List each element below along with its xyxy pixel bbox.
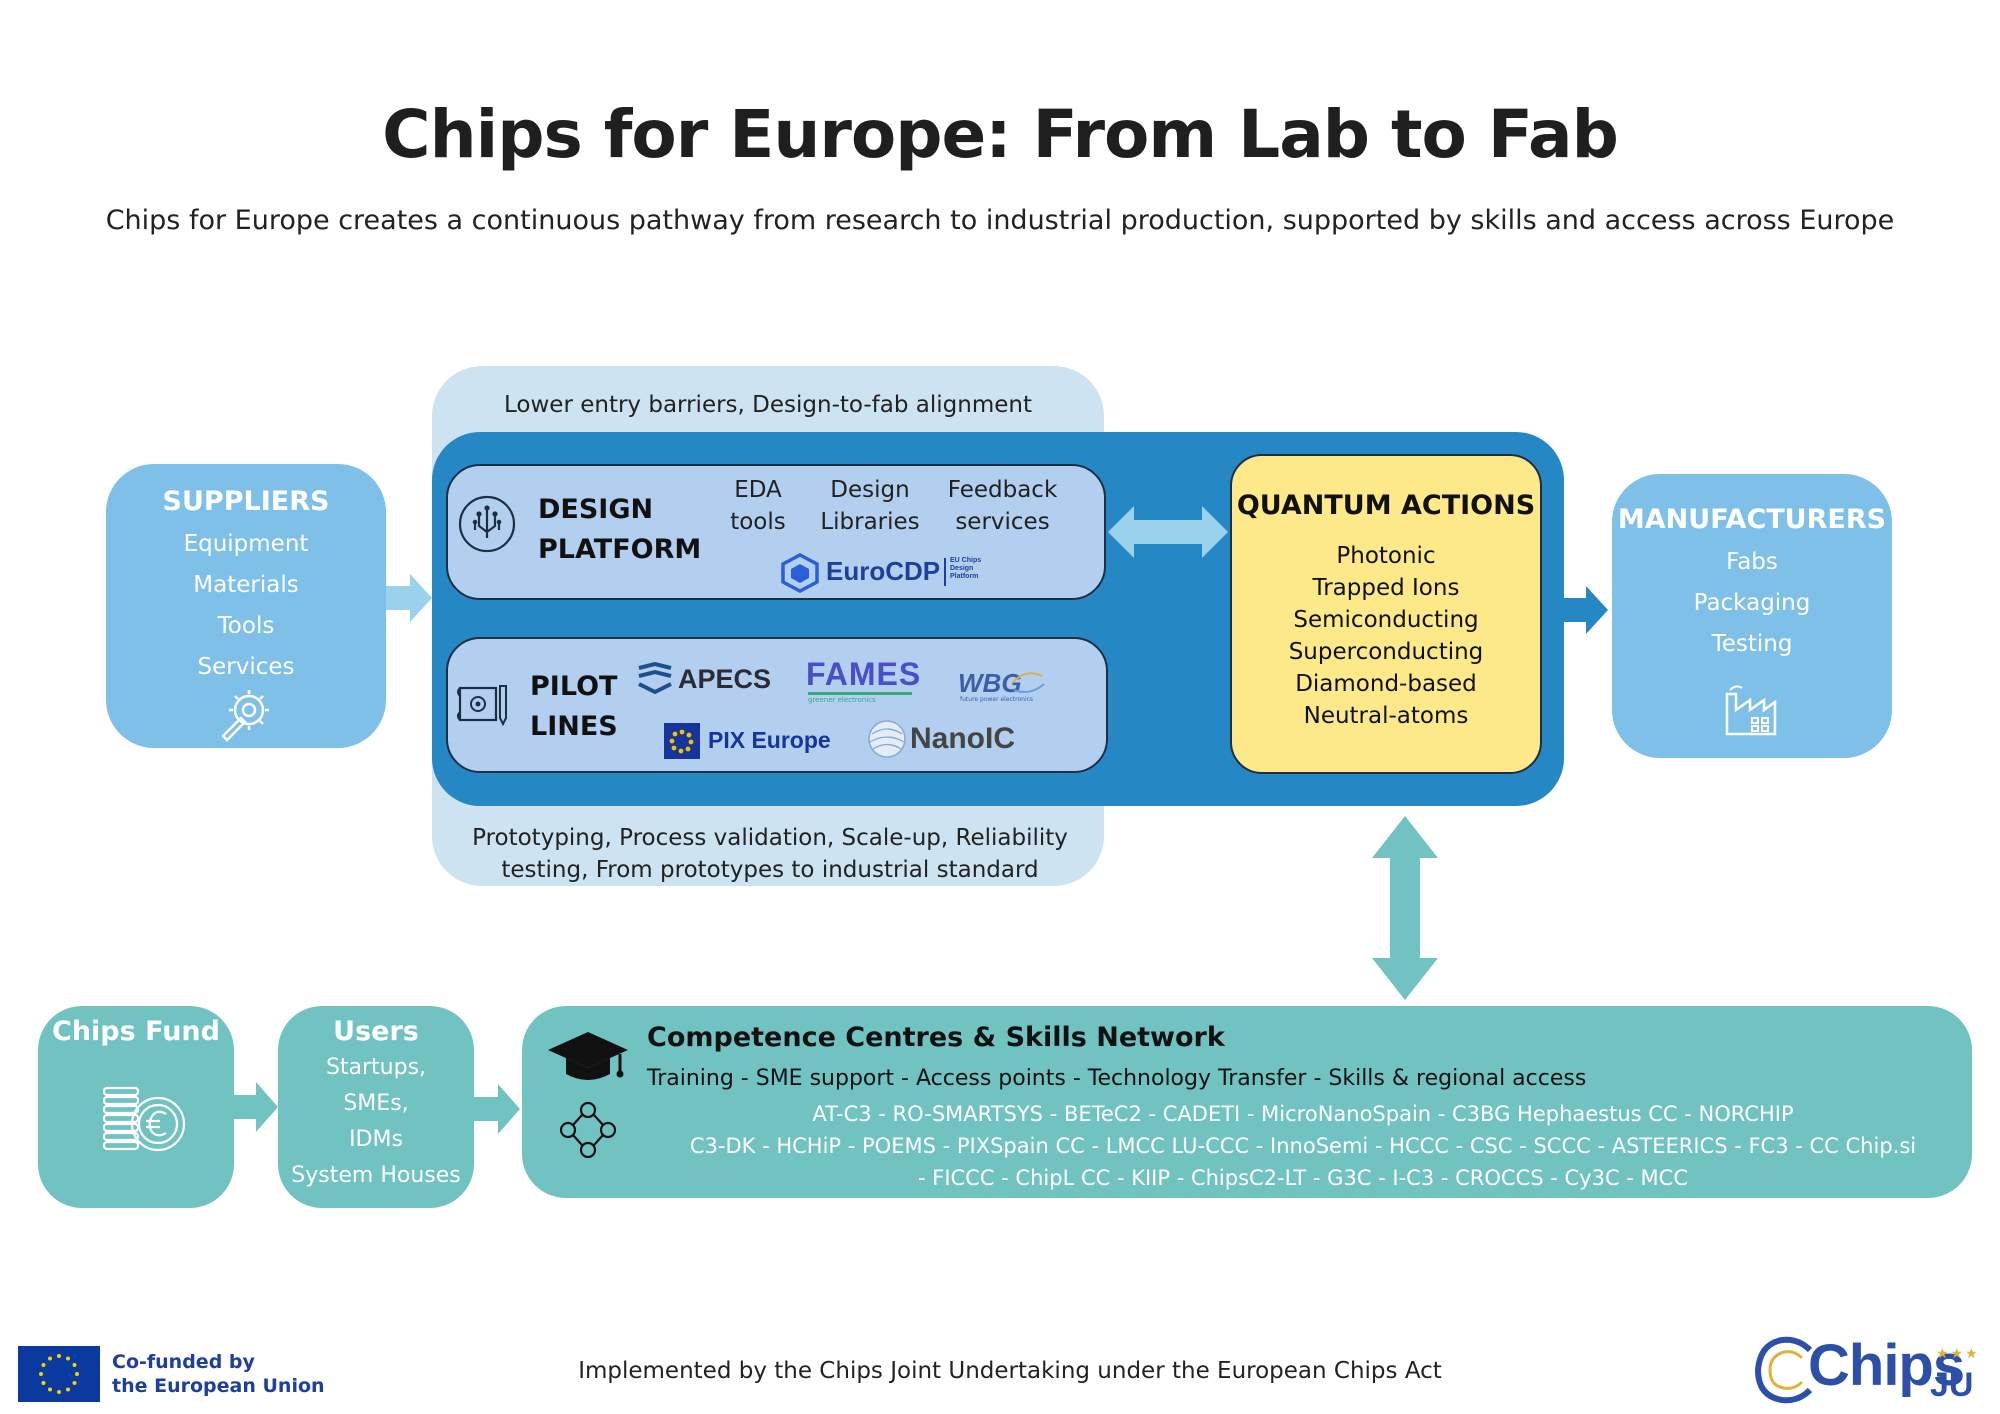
wbg-logo-text: WBG xyxy=(958,668,1022,698)
users-item: System Houses xyxy=(291,1163,461,1188)
quantum-item: Neutral-atoms xyxy=(1303,703,1469,729)
fames-tagline: greener electronics xyxy=(808,696,876,704)
factory-icon xyxy=(1725,685,1777,736)
users-competence-arrow xyxy=(474,1084,520,1134)
blueprint-icon xyxy=(457,685,507,727)
eu-cofunded-text: Co-funded by the European Union xyxy=(112,1351,325,1397)
manufacturers-item: Testing xyxy=(1711,631,1793,657)
design-col-eda: EDA tools xyxy=(730,477,786,535)
competence-centres-line: C3-DK - HCHiP - POEMS - PIXSpain CC - LM… xyxy=(689,1134,1917,1158)
competence-centres-line: AT-C3 - RO-SMARTSYS - BETeC2 - CADETI - … xyxy=(812,1102,1794,1126)
suppliers-arrow xyxy=(386,574,432,622)
users-list: Startups, SMEs, IDMs System Houses xyxy=(278,1050,474,1194)
suppliers-list: Equipment Materials Tools Services xyxy=(106,524,386,688)
halo-top-text: Lower entry barriers, Design-to-fab alig… xyxy=(504,392,1032,418)
quantum-actions-title: QUANTUM ACTIONS xyxy=(1236,490,1536,521)
euro-coins-icon xyxy=(102,1086,186,1152)
halo-bottom-text: Prototyping, Process validation, Scale-u… xyxy=(470,822,1070,886)
users-title: Users xyxy=(333,1016,419,1047)
eu-flag-icon xyxy=(18,1346,100,1402)
chips-ju-logo-sub: JU xyxy=(1930,1366,1974,1404)
fund-users-arrow xyxy=(234,1082,278,1132)
apecs-logo-text: APECS xyxy=(678,664,772,694)
wbg-tagline: future power electronics xyxy=(960,696,1034,703)
suppliers-item: Tools xyxy=(217,613,275,639)
halo-bottom-line-2: testing, From prototypes to industrial s… xyxy=(501,857,1039,883)
users-item: SMEs, xyxy=(343,1091,409,1116)
suppliers-item: Materials xyxy=(193,572,299,598)
design-platform-panel xyxy=(446,464,1106,600)
suppliers-item: Services xyxy=(197,654,295,680)
wrench-gear-icon xyxy=(221,690,269,742)
eurocdp-divider xyxy=(944,558,946,586)
competence-subtitle: Training - SME support - Access points -… xyxy=(647,1066,1587,1091)
core-manufacturers-arrow xyxy=(1564,586,1608,634)
users-box xyxy=(278,1006,474,1208)
eurocdp-logo-icon xyxy=(781,553,819,593)
quantum-item: Trapped Ions xyxy=(1312,575,1460,601)
chips-ju-logo-text: Chips xyxy=(1808,1333,1965,1398)
pix-europe-logo-text: PIX Europe xyxy=(708,727,831,753)
quantum-actions-list: Photonic Trapped Ions Semiconducting Sup… xyxy=(1230,540,1542,732)
page-subtitle: Chips for Europe creates a continuous pa… xyxy=(105,205,1895,236)
design-platform-title: DESIGN PLATFORM xyxy=(538,494,702,565)
quantum-actions-box xyxy=(1230,454,1542,774)
users-item: IDMs xyxy=(349,1127,403,1152)
design-col-libraries: Design Libraries xyxy=(820,477,920,535)
manufacturers-item: Packaging xyxy=(1693,590,1811,616)
graduation-cap-icon xyxy=(548,1032,628,1080)
quantum-competence-double-arrow xyxy=(1372,816,1438,1000)
suppliers-item: Equipment xyxy=(183,531,309,557)
fames-logo-text: FAMES xyxy=(806,656,922,692)
apecs-logo-icon xyxy=(638,662,672,695)
quantum-item: Semiconducting xyxy=(1293,607,1479,633)
quantum-item: Photonic xyxy=(1336,543,1436,569)
network-people-icon xyxy=(560,1101,616,1159)
competence-box xyxy=(522,1006,1972,1198)
pilot-lines-panel xyxy=(446,637,1108,773)
competence-centres-list: AT-C3 - RO-SMARTSYS - BETeC2 - CADETI - … xyxy=(640,1098,1966,1194)
implemented-by-text: Implemented by the Chips Joint Undertaki… xyxy=(578,1358,1442,1384)
manufacturers-title: MANUFACTURERS xyxy=(1617,504,1887,535)
halo-bottom-line-1: Prototyping, Process validation, Scale-u… xyxy=(472,825,1068,851)
eurocdp-logo-text: EuroCDP xyxy=(826,556,941,586)
nanoic-logo-text: NanoIC xyxy=(910,722,1015,755)
chips-ju-stars-icon: ★★★ xyxy=(1936,1346,1980,1362)
manufacturers-box xyxy=(1612,474,1892,758)
quantum-item: Diamond-based xyxy=(1295,671,1477,697)
pix-europe-logo-icon xyxy=(664,723,700,759)
suppliers-title: SUPPLIERS xyxy=(162,486,330,517)
chips-ju-logo-icon xyxy=(1754,1336,1813,1404)
users-item: Startups, xyxy=(325,1055,427,1080)
competence-title: Competence Centres & Skills Network xyxy=(647,1022,1225,1053)
design-quantum-double-arrow xyxy=(1108,506,1228,558)
pilot-lines-title: PILOT LINES xyxy=(530,671,618,742)
chips-fund-title: Chips Fund xyxy=(52,1016,220,1047)
wbg-logo-arc-icon xyxy=(1011,672,1045,693)
quantum-item: Superconducting xyxy=(1288,639,1484,665)
competence-centres-line: - FICCC - ChipL CC - KIIP - ChipsC2-LT -… xyxy=(917,1166,1688,1190)
manufacturers-item: Fabs xyxy=(1726,549,1778,575)
suppliers-box xyxy=(106,464,386,748)
manufacturers-list: Fabs Packaging Testing xyxy=(1612,542,1892,665)
fames-underline xyxy=(808,692,912,695)
eurocdp-tagline: EU Chips Design Platform xyxy=(950,557,982,580)
circuit-chip-icon xyxy=(458,495,516,553)
nanoic-logo-icon xyxy=(868,720,906,758)
design-col-feedback: Feedback services xyxy=(947,477,1058,535)
page-title: Chips for Europe: From Lab to Fab xyxy=(382,96,1619,173)
